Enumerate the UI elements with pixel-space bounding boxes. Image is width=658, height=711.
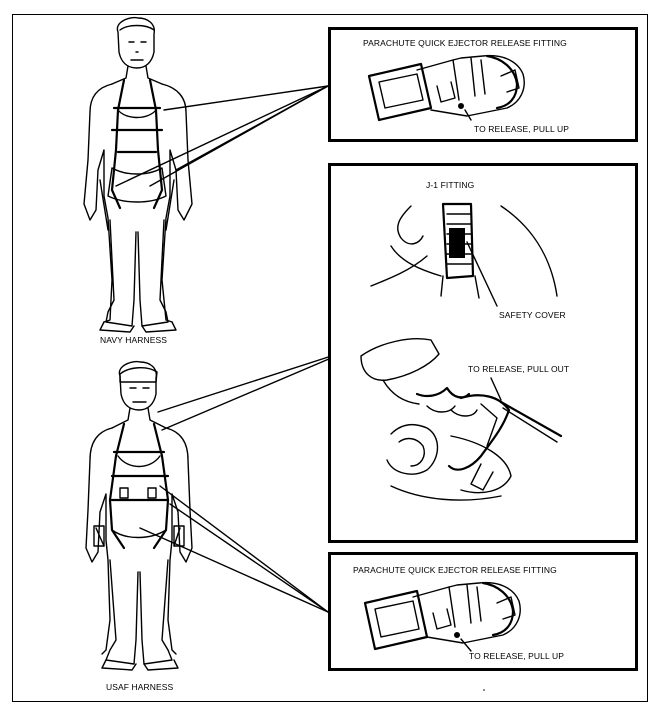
panel-middle-callout-cover: SAFETY COVER <box>499 310 566 320</box>
navy-harness-caption: NAVY HARNESS <box>100 335 167 345</box>
panel-middle-j1-fitting: J-1 FITTING SAFETY COVER TO RELEASE, PUL… <box>328 163 638 543</box>
j1-fitting-drawing <box>331 166 635 540</box>
navy-pilot-figure <box>84 18 192 332</box>
usaf-harness-caption: USAF HARNESS <box>106 682 173 692</box>
leader-lines <box>116 86 350 612</box>
panel-bottom-callout: TO RELEASE, PULL UP <box>469 651 564 661</box>
panel-top-callout: TO RELEASE, PULL UP <box>474 124 569 134</box>
panel-middle-callout-release: TO RELEASE, PULL OUT <box>468 364 569 374</box>
stray-mark <box>483 689 485 691</box>
panel-bottom-quick-ejector: PARACHUTE QUICK EJECTOR RELEASE FITTING … <box>328 552 638 671</box>
quick-ejector-fitting-drawing <box>331 30 635 139</box>
panel-top-quick-ejector: PARACHUTE QUICK EJECTOR RELEASE FITTING … <box>328 27 638 142</box>
usaf-pilot-figure <box>86 362 192 670</box>
